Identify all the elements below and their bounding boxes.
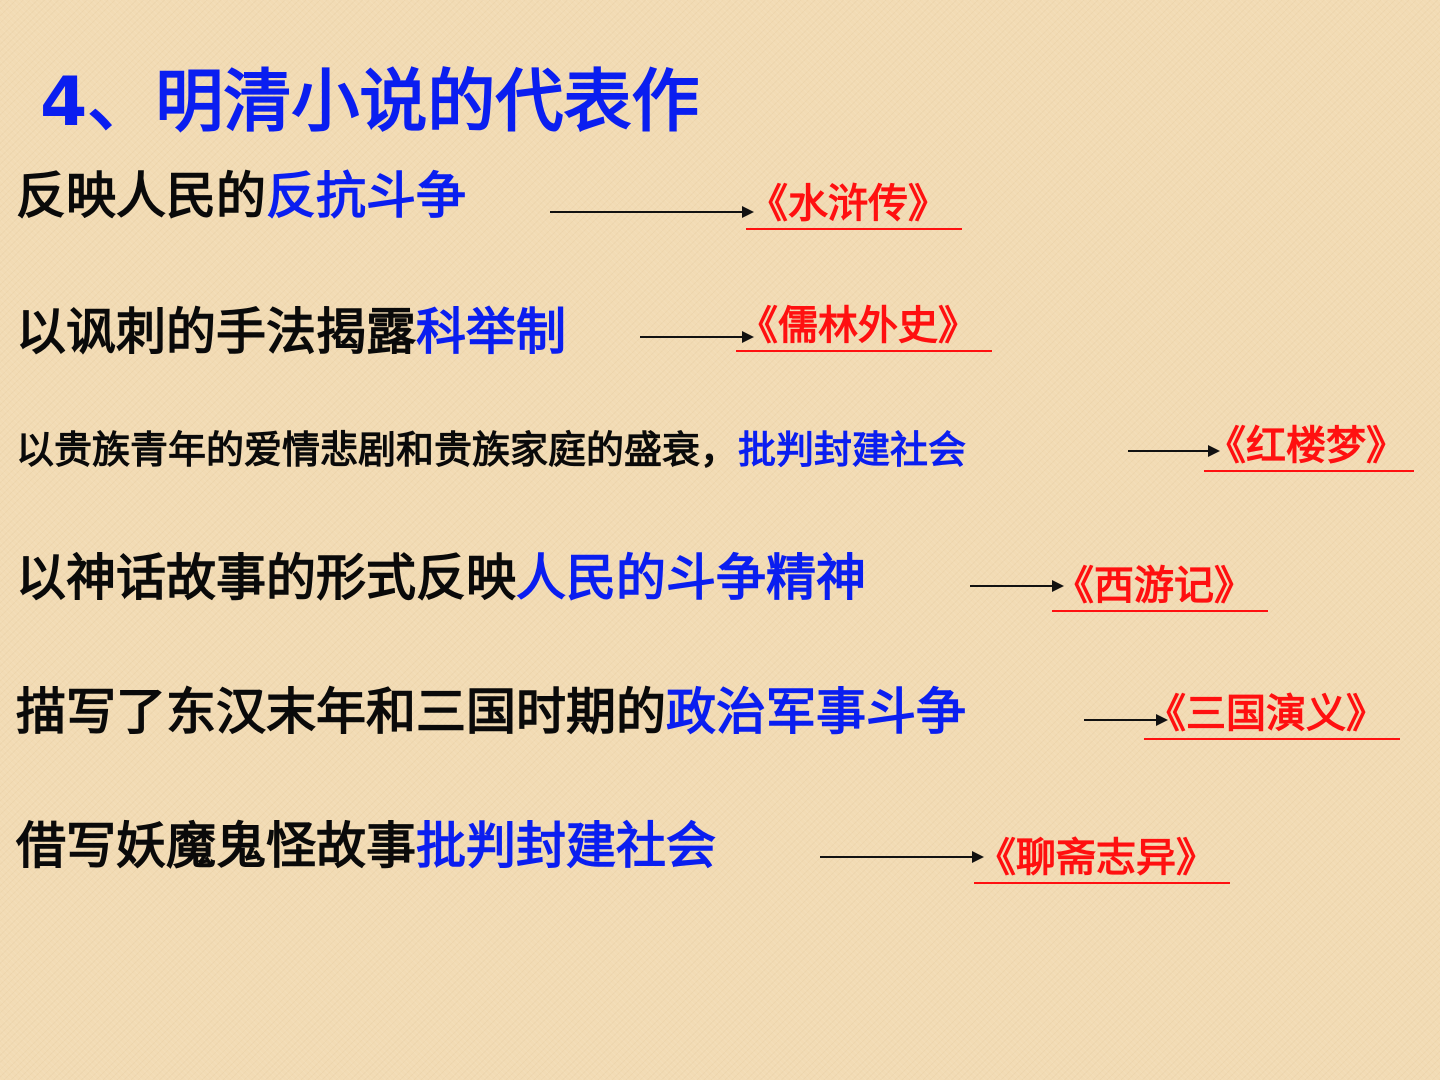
row-6-text: 借写妖魔鬼怪故事批判封建社会: [16, 816, 716, 876]
row-2-prefix: 以讽刺的手法揭露: [16, 303, 416, 361]
row-6-prefix: 借写妖魔鬼怪故事: [16, 817, 416, 875]
row-1-arrow: [550, 206, 754, 218]
row-1-text: 反映人民的反抗斗争: [16, 166, 466, 226]
row-1-prefix: 反映人民的: [16, 167, 266, 225]
row-1-answer: 《水浒传》: [746, 180, 962, 230]
row-3-answer: 《红楼梦》: [1204, 422, 1414, 472]
row-5-highlight: 政治军事斗争: [666, 683, 966, 741]
row-1-highlight: 反抗斗争: [266, 167, 466, 225]
row-5-answer: 《三国演义》: [1144, 690, 1400, 740]
row-5-prefix: 描写了东汉末年和三国时期的: [16, 683, 666, 741]
slide-title: 4、明清小说的代表作: [40, 63, 700, 142]
row-4-arrow: [970, 580, 1064, 592]
row-4-prefix: 以神话故事的形式反映: [16, 549, 516, 607]
row-2-arrow: [640, 331, 754, 343]
row-4-highlight: 人民的斗争精神: [516, 549, 866, 607]
row-2-highlight: 科举制: [416, 303, 566, 361]
row-4-answer: 《西游记》: [1052, 562, 1268, 612]
row-5-text: 描写了东汉末年和三国时期的政治军事斗争: [16, 682, 966, 742]
row-3-prefix: 以贵族青年的爱情悲剧和贵族家庭的盛衰，: [16, 428, 739, 472]
row-6-highlight: 批判封建社会: [416, 817, 716, 875]
row-6-arrow: [820, 851, 984, 863]
row-2-answer: 《儒林外史》: [736, 302, 992, 352]
row-5-arrow: [1084, 714, 1168, 726]
row-4-text: 以神话故事的形式反映人民的斗争精神: [16, 548, 866, 608]
row-3-text: 以贵族青年的爱情悲剧和贵族家庭的盛衰，批判封建社会: [16, 428, 966, 474]
row-3-arrow: [1128, 445, 1220, 457]
row-2-text: 以讽刺的手法揭露科举制: [16, 302, 566, 362]
row-6-answer: 《聊斋志异》: [974, 834, 1230, 884]
row-3-highlight: 批判封建社会: [738, 428, 967, 472]
